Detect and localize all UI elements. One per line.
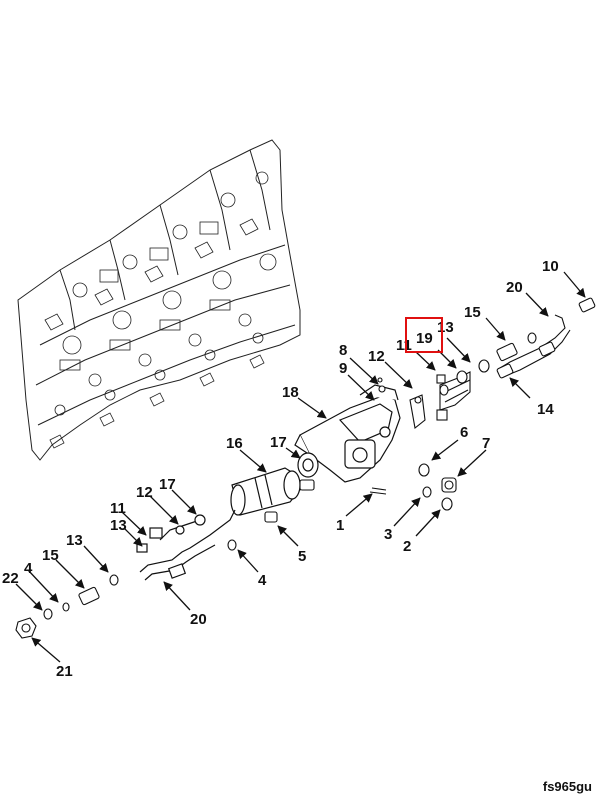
callout-17-left: 17 xyxy=(159,476,176,493)
callout-2: 2 xyxy=(403,538,411,555)
callout-3: 3 xyxy=(384,526,392,543)
callout-7: 7 xyxy=(482,435,490,452)
callout-5: 5 xyxy=(298,548,306,565)
figure-reference-code: fs965gu xyxy=(542,779,592,794)
fuel-lines-left xyxy=(136,509,236,581)
callout-4-left: 4 xyxy=(24,560,33,577)
callout-14: 14 xyxy=(537,401,554,418)
callout-20-left: 20 xyxy=(190,611,207,628)
callout-20-right: 20 xyxy=(506,279,523,296)
callout-21: 21 xyxy=(56,663,73,680)
highlight-box-19 xyxy=(405,317,443,353)
callout-17-right: 17 xyxy=(270,434,287,451)
right-fittings xyxy=(369,297,596,511)
callout-11-right: 11 xyxy=(396,337,412,354)
callout-1: 1 xyxy=(336,517,344,534)
callout-16: 16 xyxy=(226,435,243,452)
callout-13-left: 13 xyxy=(66,532,83,549)
callout-12-left: 12 xyxy=(136,484,153,501)
callout-6: 6 xyxy=(460,424,468,441)
engine-block xyxy=(17,139,301,461)
leader-lines xyxy=(15,271,586,663)
callout-18: 18 xyxy=(282,384,299,401)
callout-22: 22 xyxy=(2,570,19,587)
callout-13-center: 13 xyxy=(110,517,127,534)
callout-15-left: 15 xyxy=(42,547,59,564)
callout-11-left: 11 xyxy=(110,500,126,517)
callout-4-center: 4 xyxy=(258,572,267,589)
callout-8: 8 xyxy=(339,342,347,359)
fuel-filter xyxy=(230,452,319,516)
callout-10: 10 xyxy=(542,258,559,275)
callout-19: 19 xyxy=(416,330,433,347)
left-fittings xyxy=(15,479,315,639)
callout-9: 9 xyxy=(339,360,347,377)
callout-12-right: 12 xyxy=(368,348,385,365)
callout-15-right: 15 xyxy=(464,304,481,321)
